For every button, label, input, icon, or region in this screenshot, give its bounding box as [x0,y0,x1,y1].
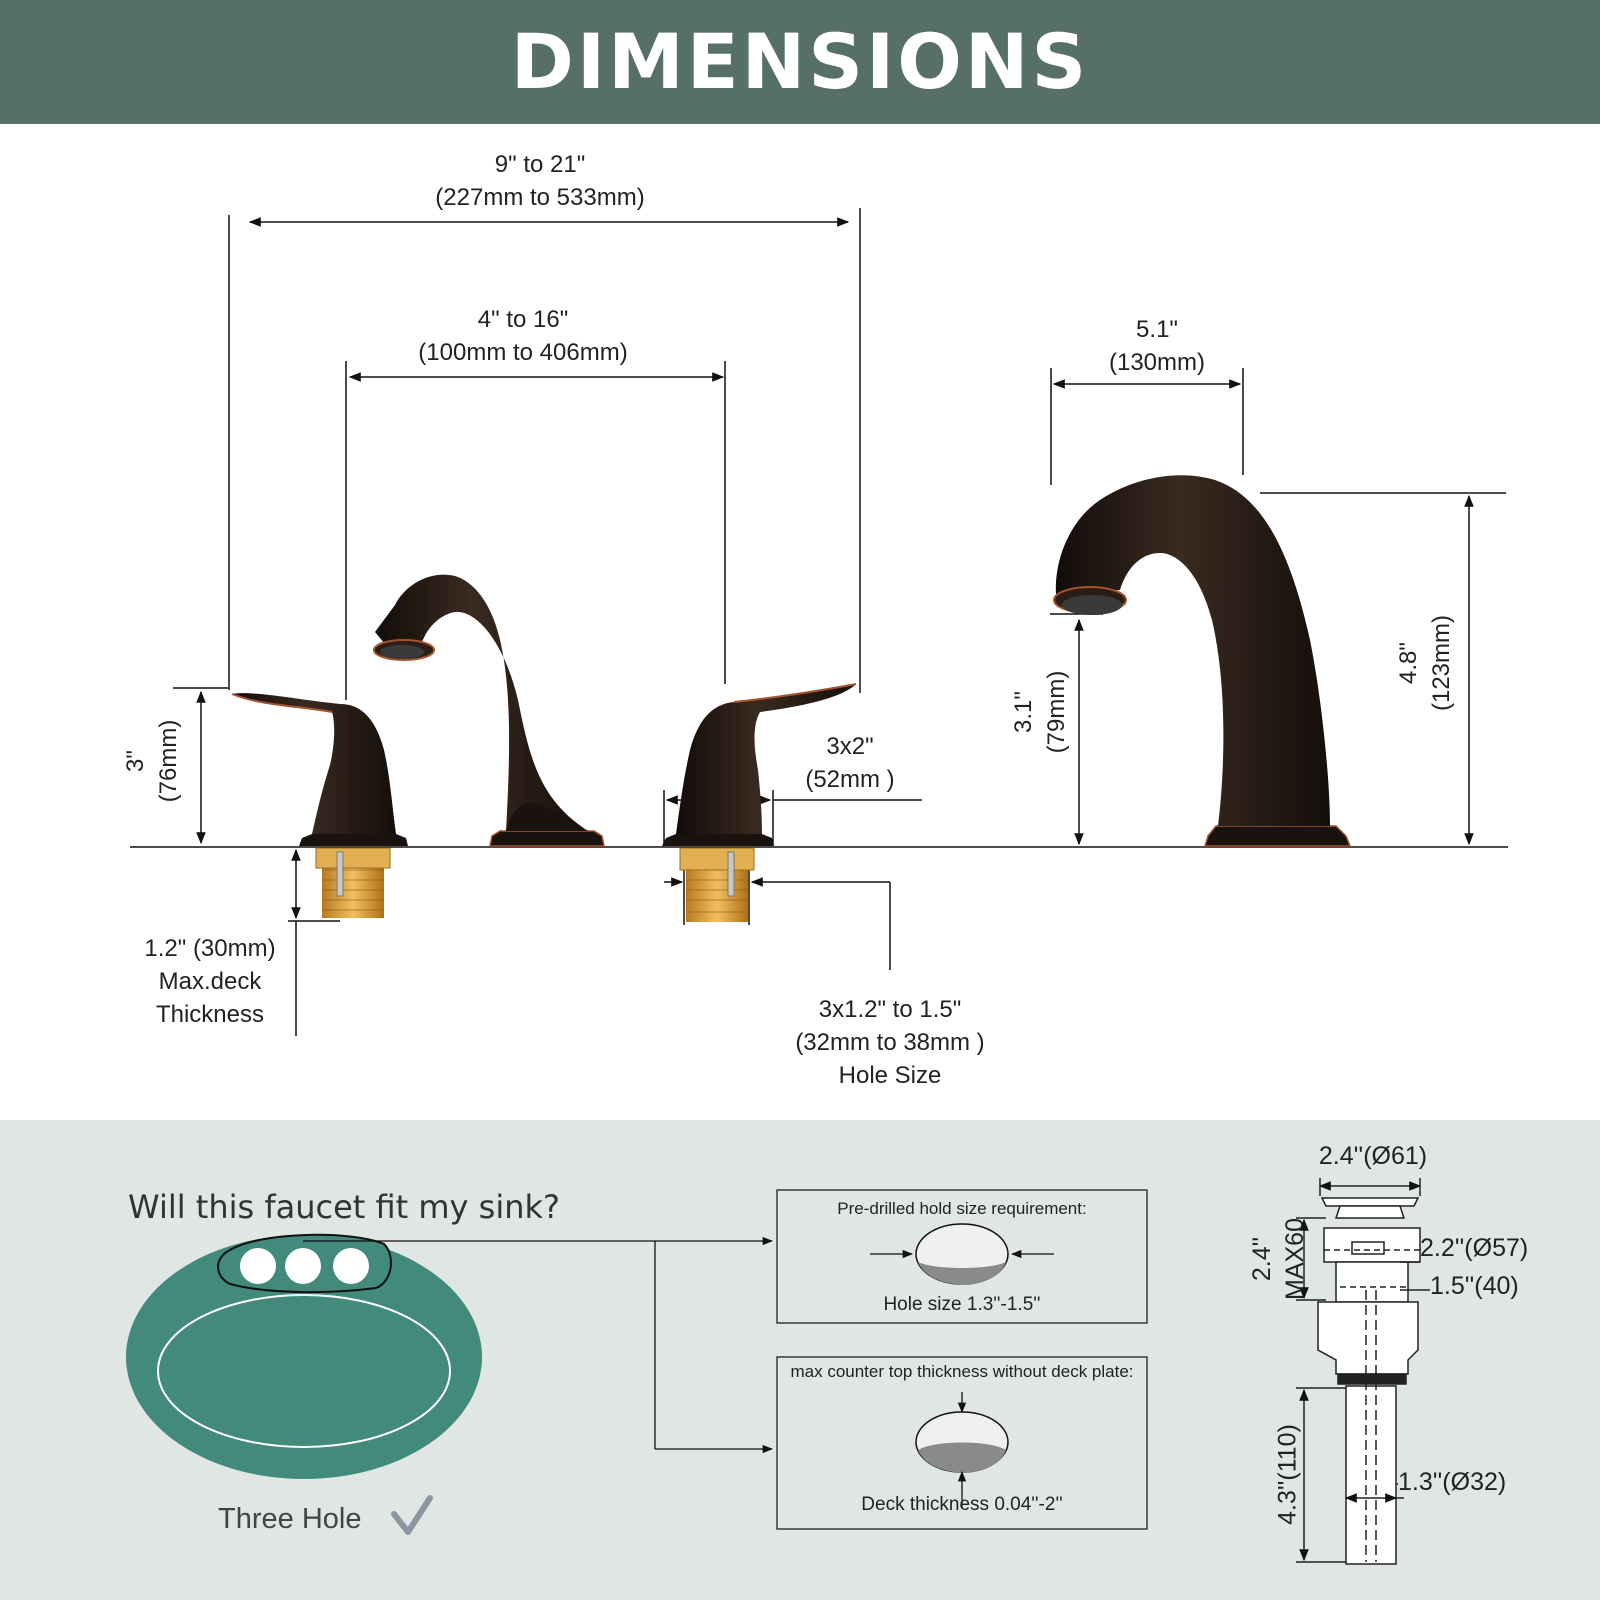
pop-up-drain-diagram [1296,1178,1430,1565]
hole-size-leader [664,860,891,970]
handle-height-dimension [173,687,228,845]
spout-clearance-label: 3.1" (79mm) [1010,670,1070,754]
spout-reach-label: 5.1" (130mm) [1108,316,1205,376]
sink-connector-lines [303,1236,774,1454]
drain-cap-diameter: 2.4''(Ø61) [1318,1142,1428,1170]
base-diameter-label: 3x2" (52mm ) [805,733,895,793]
hole-size-requirement: Hole size 1.3''-1.5'' [883,1294,1041,1315]
faucet-hole-1 [240,1248,276,1284]
faucet-hole-2 [285,1248,321,1284]
deck-thickness-label: 1.2" (30mm) Max.deck Thickness [144,935,276,1028]
hole-requirement-box [776,1189,1148,1324]
sink-illustration [126,1233,482,1479]
hole-size-label: 3x1.2" to 1.5" (32mm to 38mm ) Hole Size [795,996,985,1089]
handle-spacing-dimension [345,361,726,700]
faucet-hole-3 [333,1248,369,1284]
left-handle-illustration [231,693,408,918]
drain-flange-diameter: 2.2''(Ø57) [1420,1234,1529,1262]
drain-upper-height: 2.4'' MAX60 [1248,1218,1309,1300]
sink-fit-question: Will this faucet fit my sink? [128,1188,561,1226]
drain-pipe-diameter: 1.3''(Ø32) [1398,1468,1507,1496]
hole-requirement-title: Pre-drilled hold size requirement: [837,1199,1087,1218]
deck-requirement-box [776,1356,1148,1530]
overall-width-dimension [228,208,861,693]
checkmark-icon [391,1495,433,1535]
drain-body-diameter: 1.5''(40) [1430,1272,1519,1300]
spout-height-label: 4.8" (123mm) [1395,615,1455,712]
handle-height-label: 3" (76mm) [122,719,182,803]
drain-lower-height: 4.3''(110) [1273,1424,1302,1525]
side-spout-illustration [1053,475,1352,847]
handle-spacing-label: 4" to 16" (100mm to 406mm) [418,306,628,366]
spout-height-dimension [1260,492,1506,846]
page-title: DIMENSIONS [510,17,1090,106]
deck-thickness-requirement: Deck thickness 0.04''-2'' [861,1494,1063,1515]
spout-reach-dimension [1050,368,1244,485]
right-handle-illustration [662,683,857,922]
center-spout-illustration [373,574,605,847]
header-banner [0,0,1600,124]
overall-width-label: 9" to 21" (227mm to 533mm) [435,151,645,211]
deck-thickness-dimension [288,848,340,1036]
three-hole-label: Three Hole [218,1503,362,1535]
deck-requirement-title: max counter top thickness without deck p… [790,1362,1134,1381]
